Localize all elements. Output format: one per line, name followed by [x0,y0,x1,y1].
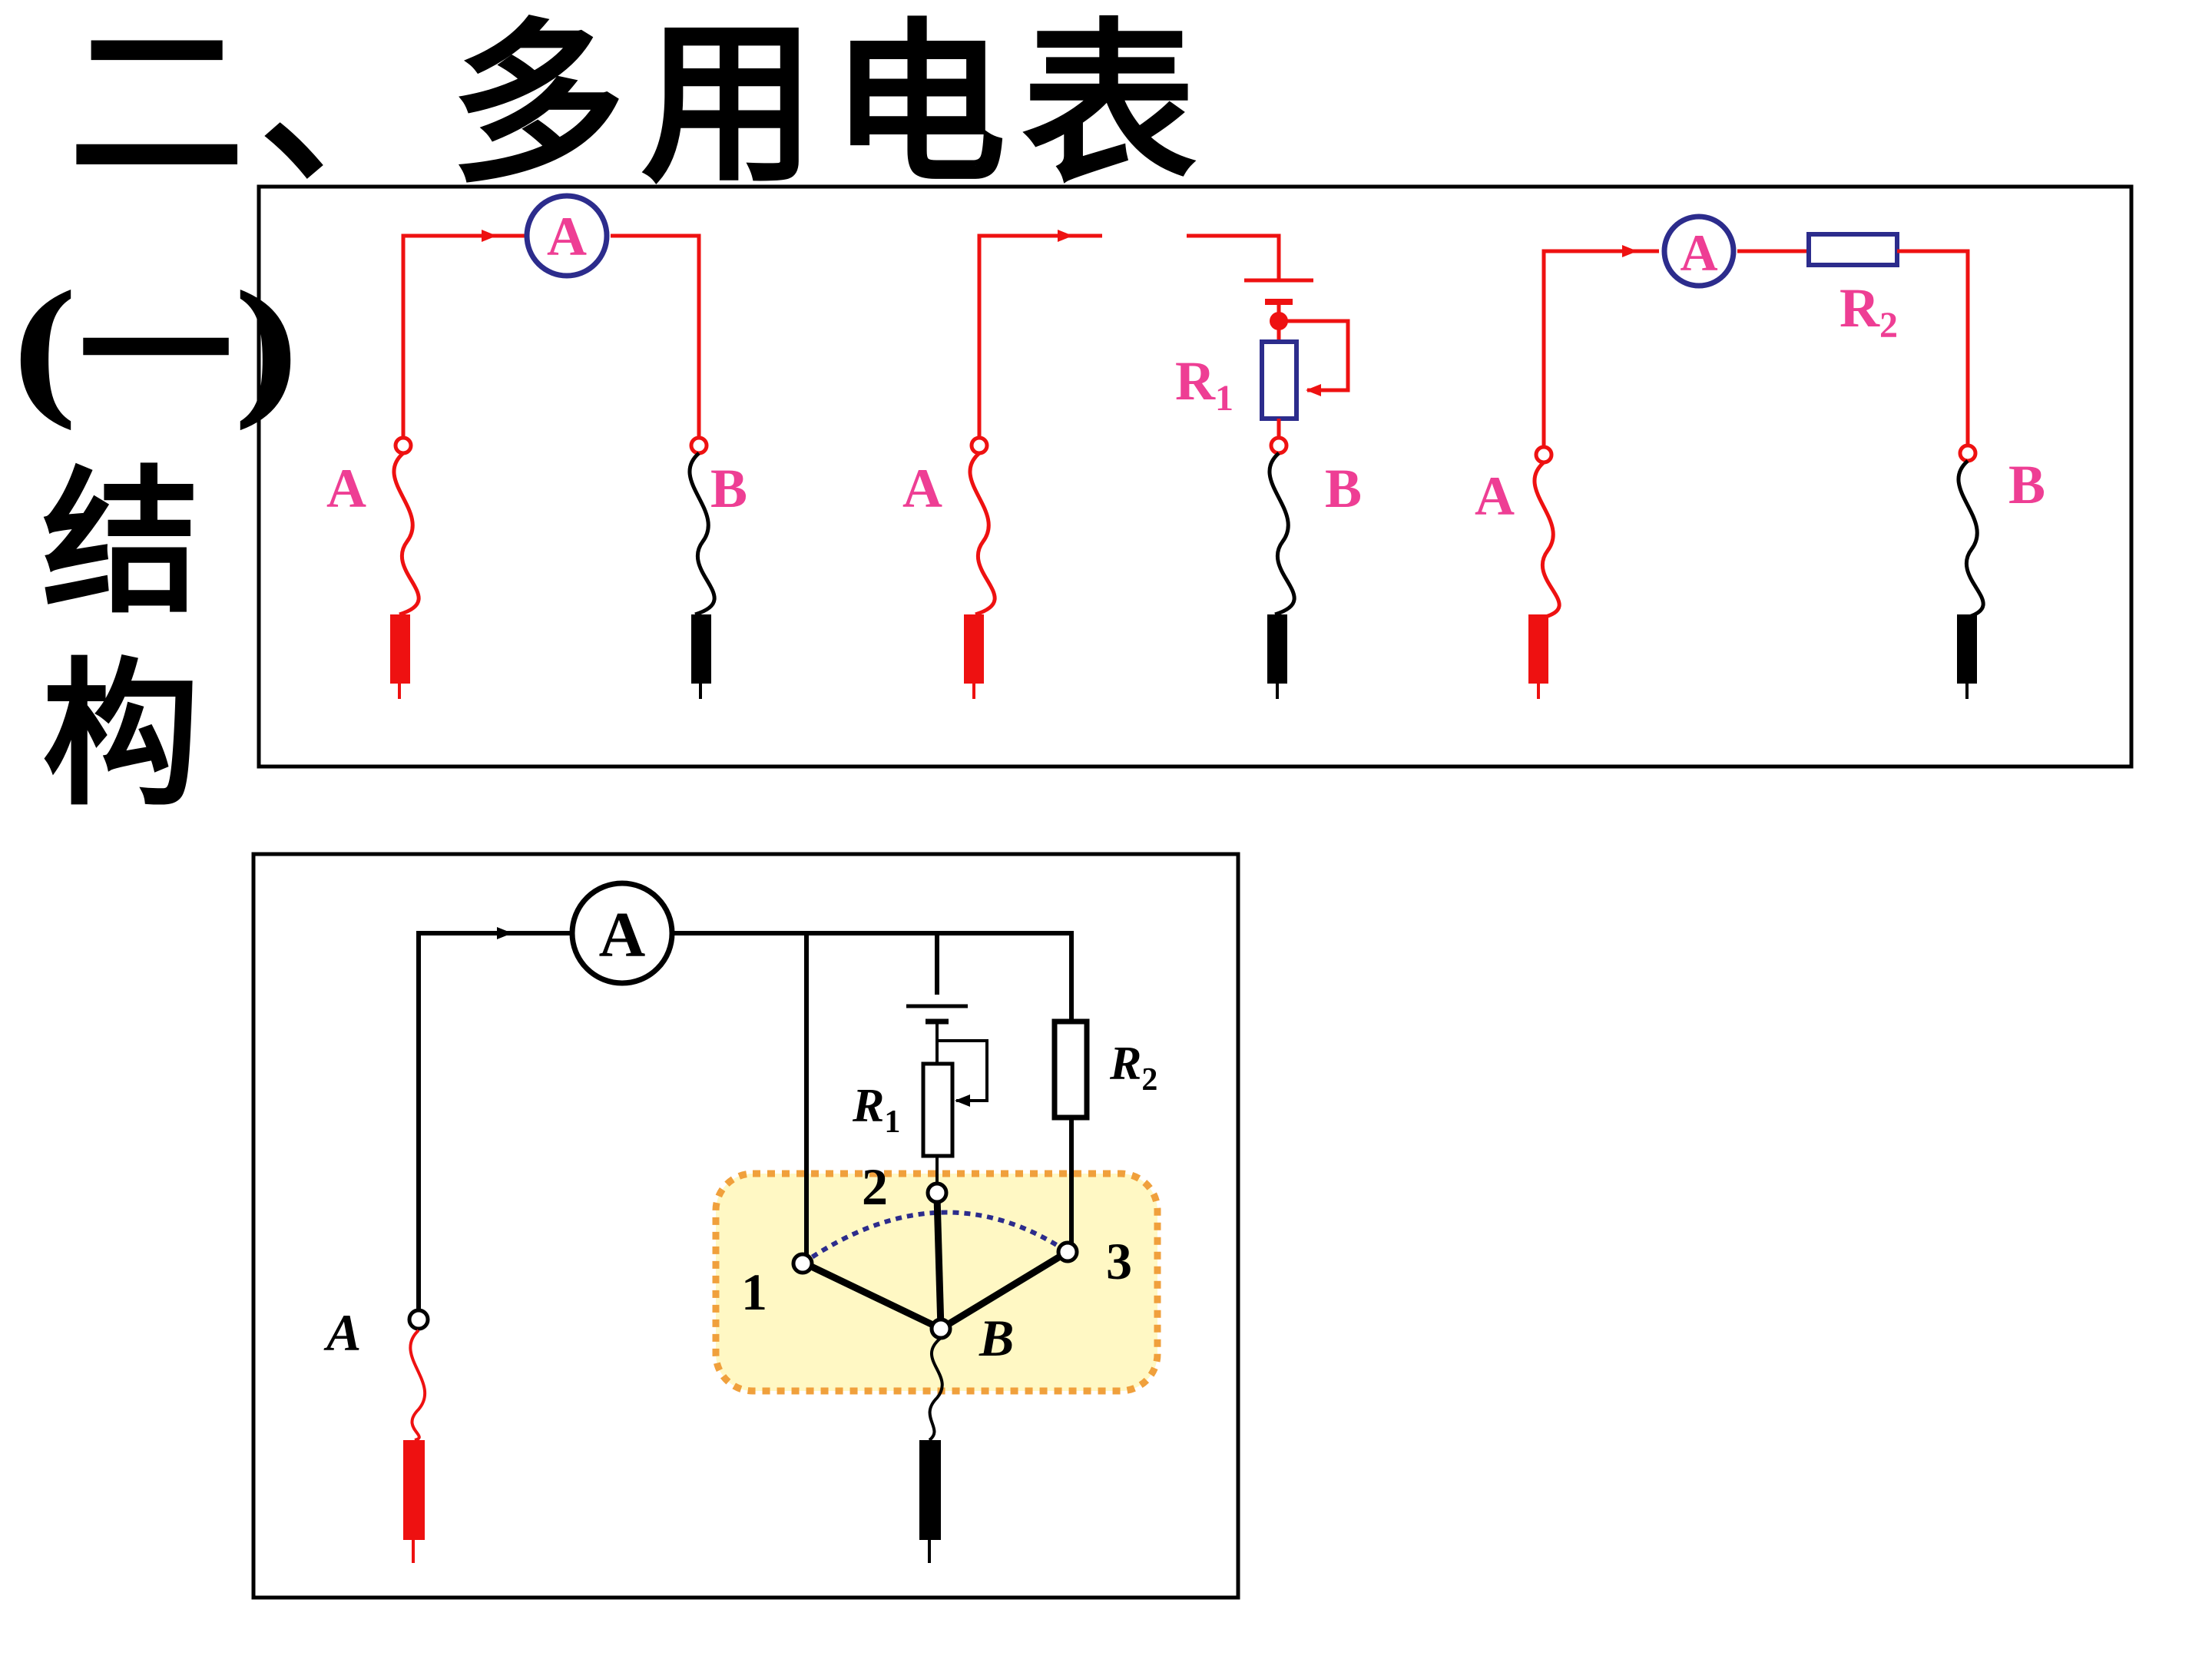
rheostat-r1 [1260,339,1299,421]
ammeter-label: A [599,899,646,971]
black-probe [919,1440,941,1540]
page-title: 二、多用电表 [69,1,1212,207]
terminal-a-label: A [902,458,942,519]
circuit-ammeter: A A B [326,193,747,699]
top-panel-frame [257,184,2134,769]
terminal-b-label: B [979,1309,1014,1367]
resistor-r2 [1806,232,1899,267]
ammeter-label: A [1680,224,1717,282]
black-probe [1957,614,1977,684]
red-probe [1528,614,1548,684]
black-probe [1267,614,1287,684]
section-number: (一) [6,263,306,443]
bottom-panel-frame [251,852,1240,1600]
terminal-b-label: B [710,458,747,519]
r1-label: R1 [852,1080,900,1140]
switch-pivot [929,1317,952,1340]
terminal-a-node [407,1308,430,1331]
red-probe [964,614,984,684]
circuit-ohmmeter: R1 A B [902,230,1362,699]
contact-2 [926,1181,949,1204]
terminal-a-label: A [1475,465,1515,527]
switch-arc [801,1210,1069,1266]
contact-1 [791,1252,814,1275]
black-probe [691,614,711,684]
terminal-b-node [1958,443,1978,463]
ammeter-symbol [1661,214,1737,289]
ammeter-symbol [524,193,610,279]
rheostat-r1 [921,1061,955,1158]
contact-2-label: 2 [862,1157,888,1216]
terminal-a-label: A [326,458,366,519]
r2-label: R2 [1839,277,1898,346]
circuit-voltmeter: A R2 A B [1475,214,2045,699]
r2-label: R2 [1109,1038,1157,1098]
ammeter-symbol [569,880,675,986]
contact-1-label: 1 [741,1263,767,1321]
terminal-a-label: A [323,1303,361,1362]
resistor-r2 [1051,1018,1090,1121]
terminal-b-label: B [1325,458,1362,519]
terminal-b-label: B [2008,454,2045,515]
section-title-char-1: 结 [42,451,200,635]
contact-3-label: 3 [1106,1232,1132,1290]
terminal-a-node [969,435,989,455]
multimeter-circuit: A R1 R2 1 2 3 B A [323,880,1161,1563]
contact-3 [1056,1240,1079,1263]
r1-label: R1 [1175,350,1233,419]
terminal-a-node [393,435,413,455]
terminal-b-node [689,435,709,455]
section-title-char-2: 构 [42,643,200,827]
ammeter-label: A [547,206,587,267]
terminal-b-node [1269,435,1289,455]
red-probe [390,614,410,684]
red-probe [403,1440,425,1540]
terminal-a-node [1534,445,1554,465]
